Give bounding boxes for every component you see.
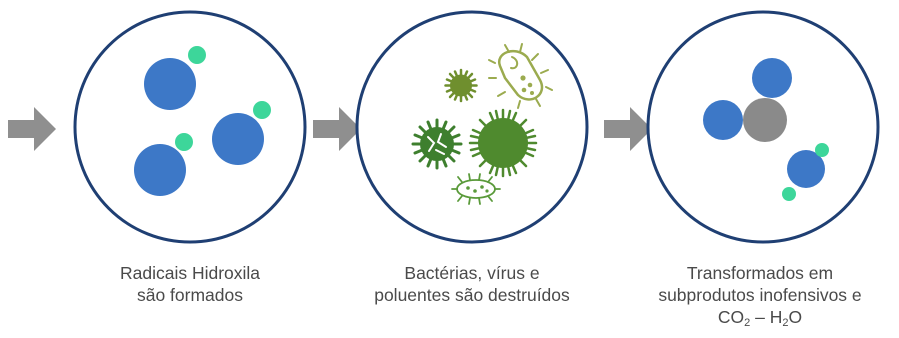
right-arrow-icon [8,107,56,151]
hydroxyl-radical-icon [144,46,206,110]
carbon-dioxide-molecule-icon [703,58,792,142]
caption-line: poluentes são destruídos [374,285,570,305]
formula-h: H [769,307,783,327]
bacterium-icon [488,43,553,109]
chemical-formula: CO2 – H2O [625,306,895,334]
caption-line: são formados [136,285,244,305]
stage-1-caption: Radicais Hidroxila são formados [90,262,290,306]
stage-2-caption: Bactérias, vírus e poluentes são destruí… [367,262,577,306]
virus-icon [444,68,478,103]
right-arrow-icon [604,107,652,151]
stage-3-circle [646,10,880,244]
formula-o: O [788,307,803,327]
bacterium-icon [451,173,501,205]
formula-dash: – [750,307,770,327]
virus-icon [411,118,463,170]
stage-1-circle [73,10,307,244]
stage-3-caption: Transformados em subprodutos inofensivos… [625,262,895,334]
caption-line: Radicais Hidroxila [119,263,261,283]
caption-line: Bactérias, vírus e [404,263,540,283]
water-molecule-icon [782,143,829,201]
stage-2-circle [355,10,589,244]
caption-line: Transformados em [686,263,834,283]
formula-h-subscript: 2 [782,317,789,329]
formula-co-subscript: 2 [744,317,751,329]
virus-icon [468,108,538,178]
right-arrow-icon [313,107,361,151]
caption-line: subprodutos inofensivos e [658,285,862,305]
hydroxyl-radical-icon [134,133,193,196]
hydroxyl-radical-icon [212,101,271,165]
formula-co: CO [717,307,745,327]
